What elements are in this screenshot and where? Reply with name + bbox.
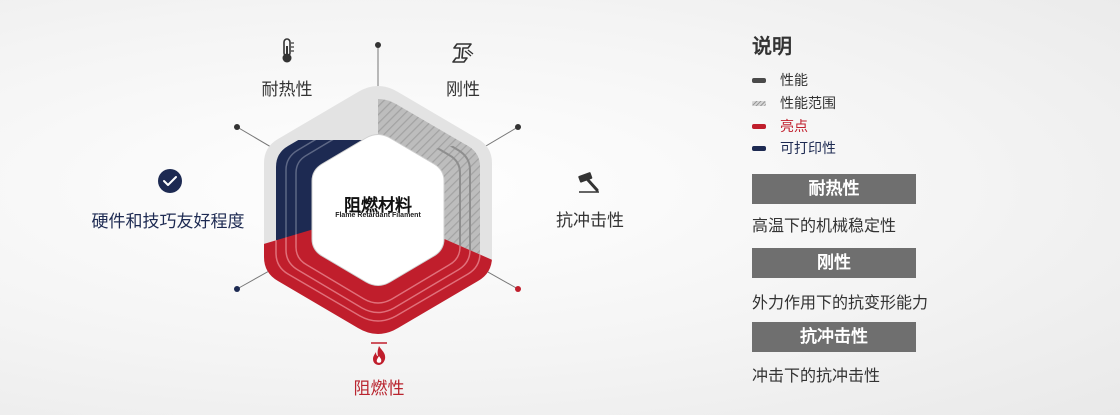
explanation-text-heat: 高温下的机械稳定性 — [752, 218, 897, 235]
highlight-band — [264, 210, 492, 334]
hammer-icon — [578, 172, 599, 193]
legend-item-highlight: 亮点 — [752, 116, 808, 136]
legend-label: 亮点 — [780, 118, 808, 134]
endpoint-hardware — [234, 286, 240, 292]
center-subtitle: Flame Retardant Filament — [335, 212, 421, 219]
printability-swatch — [752, 145, 766, 151]
endpoint-heat — [234, 124, 240, 130]
explanation-heading-rigidity: 刚性 — [752, 248, 916, 278]
legend-title: 说明 — [752, 36, 792, 58]
highlight-swatch — [752, 123, 766, 129]
explanation-text-impact: 冲击下的抗冲击性 — [752, 368, 881, 385]
center-hexagon — [311, 134, 445, 286]
center-title: 阻燃材料 — [344, 196, 412, 215]
axis-label-rigidity: 刚性 — [446, 80, 480, 99]
axis-label-impact: 抗冲击性 — [556, 211, 624, 230]
endpoint-flame — [515, 286, 521, 292]
axis-endpoints — [234, 42, 521, 292]
range-swatch — [752, 100, 766, 106]
legend-item-range: 性能范围 — [752, 93, 836, 113]
performance-lines-right — [378, 135, 471, 272]
rigidity-beam-icon — [452, 43, 474, 63]
legend-label: 性能 — [780, 72, 808, 88]
endpoint-rigidity — [375, 42, 381, 48]
hexagon-radar-diagram — [234, 42, 521, 334]
axis-label-hardware: 硬件和技巧友好程度 — [91, 212, 245, 231]
legend-label: 性能范围 — [780, 95, 836, 111]
axis-label-flame: 阻燃性 — [353, 379, 405, 398]
explanation-text-rigidity: 外力作用下的抗变形能力 — [752, 295, 929, 312]
explanation-heading-impact: 抗冲击性 — [752, 322, 916, 352]
axis-label-heat: 耐热性 — [261, 80, 313, 99]
flame-icon — [371, 342, 387, 365]
thermometer-icon — [282, 38, 294, 63]
legend-item-performance: 性能 — [752, 70, 808, 90]
printability-band — [276, 140, 378, 252]
check-circle-icon — [158, 169, 182, 193]
performance-swatch — [752, 77, 766, 83]
endpoint-impact — [515, 124, 521, 130]
legend-label: 可打印性 — [780, 140, 836, 156]
explanation-heading-heat: 耐热性 — [752, 174, 916, 204]
legend-item-printability: 可打印性 — [752, 138, 836, 158]
